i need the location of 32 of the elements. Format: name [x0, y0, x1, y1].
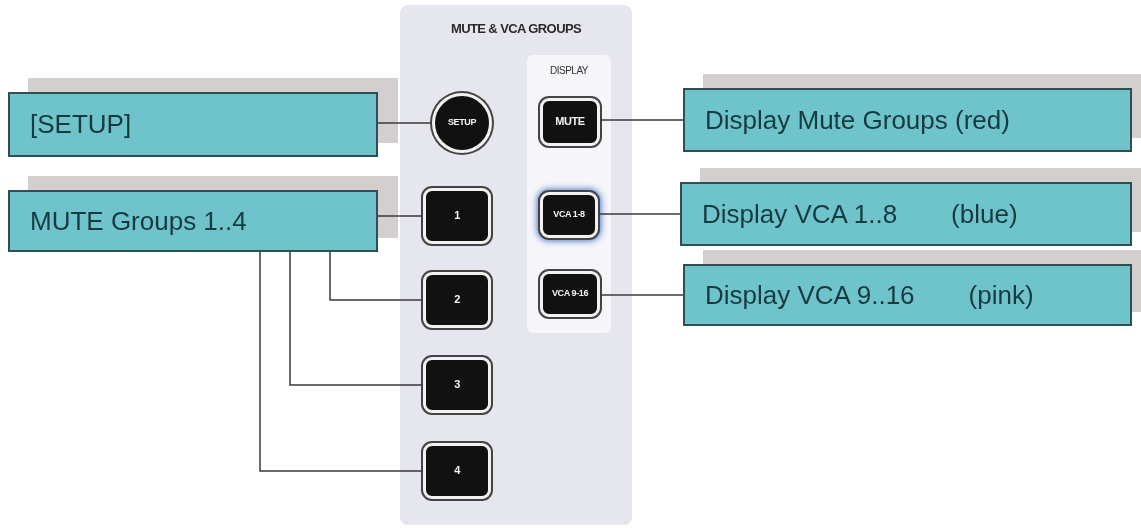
lit-key: VCA 1-8: [540, 192, 598, 238]
callout-box: [683, 88, 1132, 152]
callout-text: Display Mute Groups (red): [705, 104, 1010, 136]
key: 4: [423, 443, 491, 499]
connector-line: [377, 122, 433, 124]
callout-box: [683, 264, 1132, 326]
key: 2: [423, 272, 491, 328]
callout-text: Display VCA 1..8: [702, 198, 898, 230]
callout-box: [680, 182, 1132, 246]
callout-text: Display VCA 9..16: [705, 279, 915, 311]
round-key: SETUP: [432, 93, 492, 153]
connector-line: [377, 215, 424, 217]
connector-line: [597, 213, 681, 215]
callout-text: [SETUP]: [30, 109, 132, 140]
connector-line: [259, 251, 424, 472]
key: 1: [423, 188, 491, 244]
callout-text: (blue): [951, 198, 1018, 230]
callout-text: MUTE Groups 1..4: [30, 205, 247, 237]
callout-text: (pink): [968, 279, 1034, 311]
callout-box: [8, 92, 378, 157]
connector-line: [599, 119, 684, 121]
connector-line: [289, 251, 424, 386]
key: 3: [423, 357, 491, 413]
connector-line: [599, 294, 684, 296]
section-title: DISPLAY: [549, 65, 589, 76]
key: MUTE: [540, 98, 600, 146]
display-section: [527, 55, 611, 333]
control-panel: [400, 5, 632, 525]
panel-title: MUTE & VCA GROUPS: [449, 21, 583, 36]
connector-line: [329, 251, 424, 301]
callout-box: [8, 190, 378, 252]
key: VCA 9-16: [540, 271, 600, 317]
